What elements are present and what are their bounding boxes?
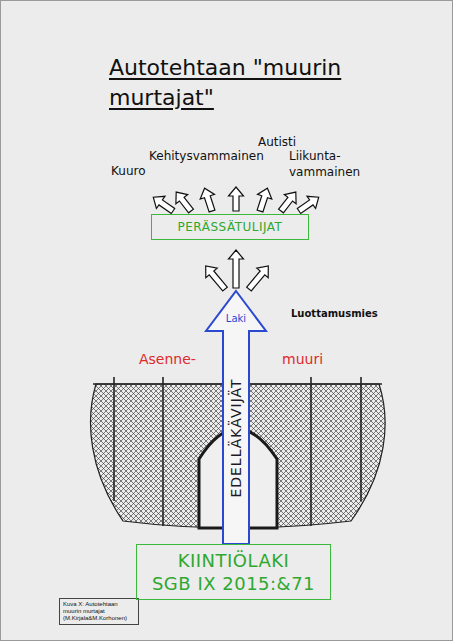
arrow-shaft-text: EDELLÄKÄVIJÄT xyxy=(228,378,244,497)
hollow-arrow xyxy=(247,266,269,291)
hollow-arrow xyxy=(229,187,244,211)
hollow-arrow xyxy=(206,266,228,291)
label: Kuuro xyxy=(111,163,146,179)
law-box: PERÄSSÄTULIJAT xyxy=(151,214,309,240)
title: Autotehtaan "muurin murtajat" xyxy=(109,53,349,113)
label: muuri xyxy=(282,350,323,368)
hollow-arrow xyxy=(297,196,318,213)
connector xyxy=(229,250,244,288)
box-text: SGB IX 2015:&71 xyxy=(152,572,315,595)
label: Asenne- xyxy=(139,350,196,368)
label: Autisti xyxy=(258,134,296,150)
label: Luottamusmies xyxy=(291,307,378,320)
caption-box: Kuva X: Autotehtaan muurin murtajat (M.K… xyxy=(59,598,139,625)
law-arrow: LakiEDELLÄKÄVIJÄT xyxy=(206,291,266,544)
caption: Kuva X: Autotehtaan muurin murtajat (M.K… xyxy=(63,601,135,622)
hollow-arrow xyxy=(200,188,215,212)
box-text: KIINTIÖLAKI xyxy=(178,549,290,572)
label: Liikunta- vammainen xyxy=(289,148,371,180)
label: Kehitysvammainen xyxy=(149,148,264,164)
hollow-arrow xyxy=(176,192,194,213)
hollow-arrow xyxy=(153,196,174,213)
arrow-head-text: Laki xyxy=(226,313,246,325)
hollow-arrow xyxy=(257,188,272,212)
box-text: PERÄSSÄTULIJAT xyxy=(178,220,283,235)
hollow-arrow xyxy=(279,192,297,213)
law-box: KIINTIÖLAKISGB IX 2015:&71 xyxy=(136,544,331,600)
arrow-shape xyxy=(206,291,266,544)
